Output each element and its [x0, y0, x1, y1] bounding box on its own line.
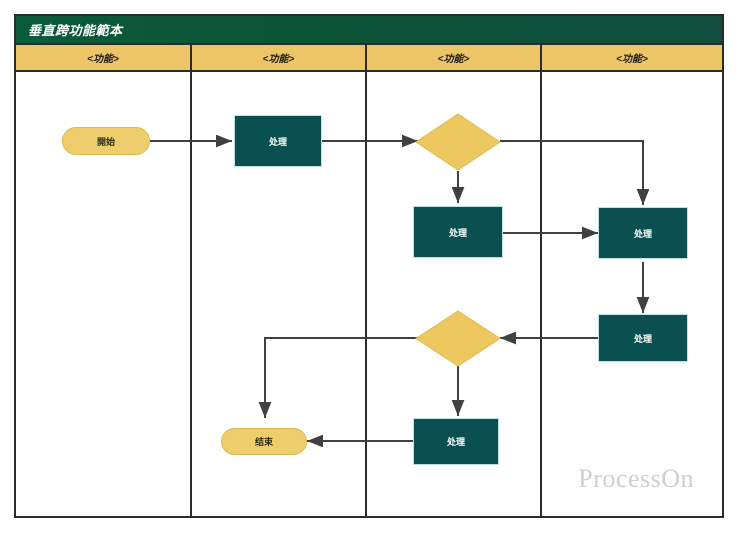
node-start[interactable]: 開始 — [62, 127, 150, 155]
lane-column-2 — [367, 72, 542, 516]
swimlane-frame: 垂直跨功能範本 <功能> <功能> <功能> <功能> ProcessOn — [14, 14, 724, 518]
node-dec2[interactable] — [415, 310, 501, 367]
processon-watermark: ProcessOn — [578, 464, 694, 493]
node-proc1[interactable]: 处理 — [234, 115, 322, 167]
lane-column-1 — [192, 72, 367, 516]
node-proc4-label: 处理 — [633, 333, 652, 344]
node-proc3[interactable]: 处理 — [598, 207, 688, 259]
lane-header-1[interactable]: <功能> — [192, 45, 367, 70]
lane-header-row: <功能> <功能> <功能> <功能> — [16, 45, 722, 72]
node-end[interactable]: 结束 — [221, 428, 307, 455]
node-dec1[interactable] — [415, 113, 501, 171]
lane-header-label-3: <功能> — [616, 54, 648, 65]
lane-header-3[interactable]: <功能> — [542, 45, 722, 70]
node-proc2[interactable]: 处理 — [413, 206, 503, 258]
node-proc1-label: 处理 — [268, 136, 287, 147]
edge-dec2-end — [258, 337, 418, 418]
diagram-title-bar: 垂直跨功能範本 — [16, 16, 722, 45]
node-proc2-label: 处理 — [448, 227, 467, 238]
lane-header-2[interactable]: <功能> — [367, 45, 542, 70]
node-proc4[interactable]: 处理 — [598, 314, 688, 362]
edge-dec1-proc3 — [500, 140, 650, 205]
decision-diamond-icon — [415, 113, 501, 171]
diagram-title: 垂直跨功能範本 — [28, 23, 123, 38]
node-proc3-label: 处理 — [633, 228, 652, 239]
node-proc5[interactable]: 处理 — [413, 418, 499, 465]
node-proc5-label: 处理 — [446, 437, 465, 447]
lane-body-row — [16, 72, 722, 516]
lane-header-0[interactable]: <功能> — [16, 45, 192, 70]
lane-header-label-2: <功能> — [437, 54, 470, 65]
node-start-label: 開始 — [96, 136, 115, 147]
decision-diamond-icon — [415, 310, 501, 367]
lane-header-label-0: <功能> — [87, 54, 119, 65]
node-end-label: 结束 — [254, 437, 273, 447]
lane-column-0 — [16, 72, 192, 516]
lane-header-label-1: <功能> — [262, 54, 295, 65]
